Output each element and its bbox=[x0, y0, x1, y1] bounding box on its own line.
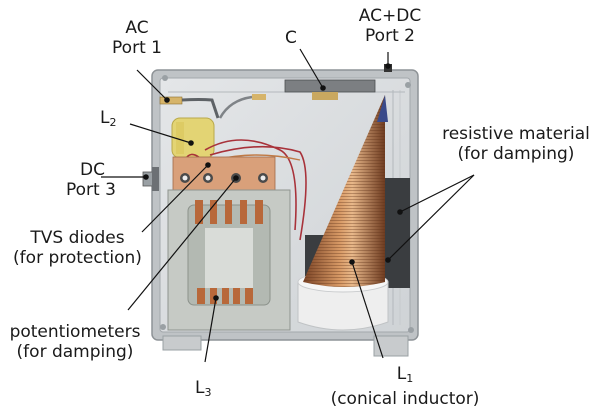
label-l3-sub: 3 bbox=[204, 386, 212, 399]
label-ac-port1: AC Port 1 bbox=[82, 18, 192, 58]
label-dc-port3: DC Port 3 bbox=[46, 160, 146, 200]
label-l3: L3 bbox=[195, 378, 211, 403]
pcb-board bbox=[172, 156, 276, 191]
label-tvs-diodes: TVS diodes (for protection) bbox=[0, 228, 155, 268]
leader-lines bbox=[101, 48, 475, 363]
ac-port1-connector bbox=[159, 94, 266, 119]
label-dc-port3-line1: DC bbox=[80, 160, 105, 180]
label-l2-main: L bbox=[100, 108, 110, 128]
label-ac-port1-line2: Port 1 bbox=[112, 38, 162, 58]
label-l2-sub: 2 bbox=[109, 116, 117, 129]
inductor-l2 bbox=[171, 117, 215, 159]
leader-dots bbox=[143, 63, 403, 301]
label-l1-main: L bbox=[396, 364, 407, 384]
label-l2: L2 bbox=[100, 108, 116, 133]
label-l1-line2: (conical inductor) bbox=[330, 389, 480, 409]
label-capacitor-c: C bbox=[285, 28, 297, 48]
capacitor-c bbox=[284, 79, 376, 100]
label-ac-dc-port2: AC+DC Port 2 bbox=[340, 6, 440, 46]
inductor-l1 bbox=[303, 95, 388, 287]
label-ac-port1-line1: AC bbox=[125, 18, 149, 38]
label-resistive-line2: (for damping) bbox=[457, 144, 575, 164]
label-l1: L1 (conical inductor) bbox=[325, 364, 485, 409]
label-ac-dc-port2-line1: AC+DC bbox=[358, 6, 422, 26]
label-l3-main: L bbox=[195, 378, 205, 398]
label-potentiometers-line1: potentiometers bbox=[9, 322, 141, 342]
label-potentiometers: potentiometers (for damping) bbox=[0, 322, 150, 362]
label-capacitor-text: C bbox=[285, 28, 297, 48]
label-tvs-line2: (for protection) bbox=[13, 248, 142, 268]
label-dc-port3-line2: Port 3 bbox=[66, 180, 116, 200]
label-tvs-line1: TVS diodes bbox=[30, 228, 125, 248]
label-resistive-material: resistive material (for damping) bbox=[432, 124, 600, 164]
label-ac-dc-port2-line2: Port 2 bbox=[365, 26, 415, 46]
inductor-l3 bbox=[167, 189, 291, 331]
label-resistive-line1: resistive material bbox=[442, 124, 590, 144]
label-l1-sub: 1 bbox=[406, 372, 414, 385]
label-potentiometers-line2: (for damping) bbox=[16, 342, 134, 362]
